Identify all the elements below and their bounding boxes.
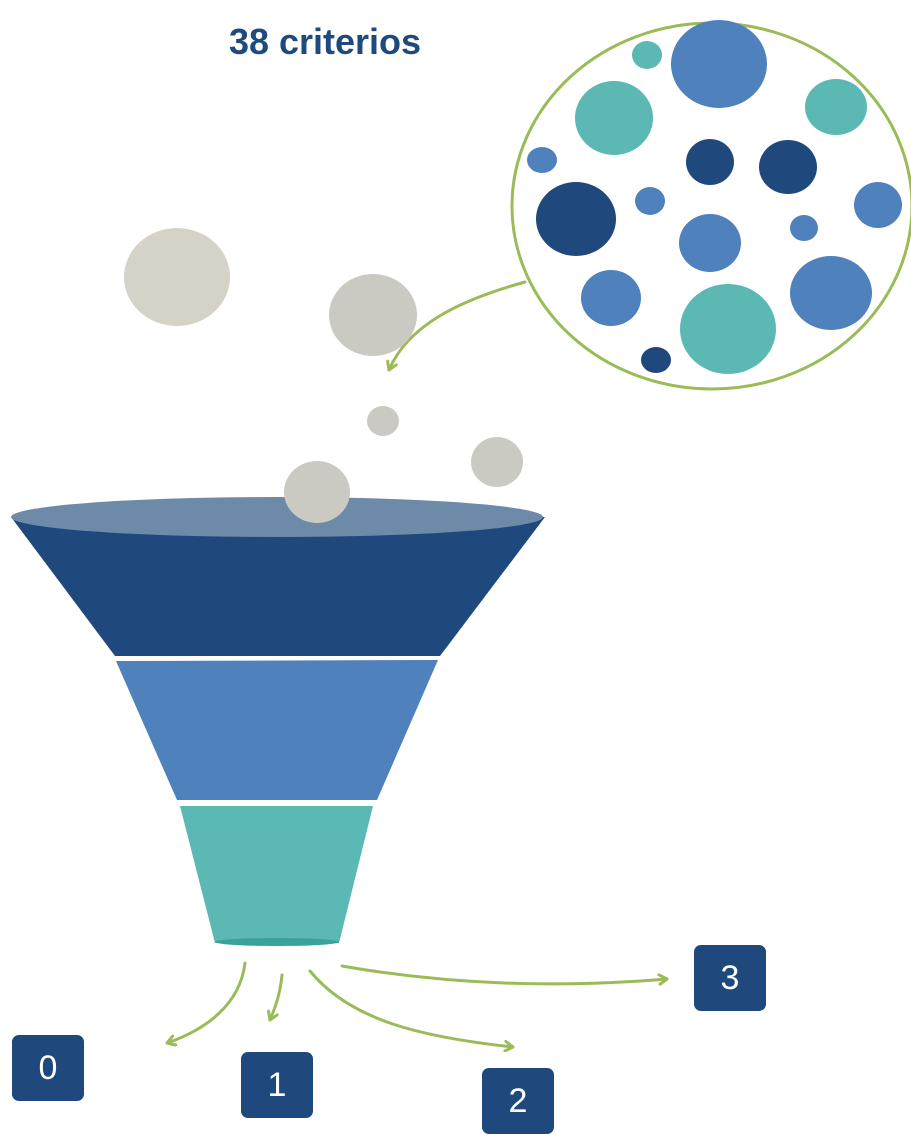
pool-to-funnel-arrow: [389, 280, 527, 372]
arrow-to-1: [270, 973, 284, 1022]
funnel: [11, 497, 545, 946]
arrow-to-2: [308, 969, 515, 1047]
criterion-dot: [790, 256, 872, 330]
falling-balls: [124, 228, 523, 487]
output-badge-2: 2: [482, 1068, 554, 1134]
arrow-to-3: [340, 964, 669, 984]
criterion-dot: [527, 147, 557, 173]
ball: [284, 461, 350, 523]
criterion-dot: [680, 284, 776, 374]
criterion-dot: [679, 214, 741, 272]
criterion-dot: [635, 187, 665, 215]
output-badge-3: 3: [694, 945, 766, 1011]
funnel-rim: [11, 497, 543, 537]
criterion-dot: [641, 347, 671, 373]
criterion-dot: [581, 270, 641, 326]
criterion-dot: [536, 182, 616, 256]
funnel-top-section: [11, 517, 545, 656]
criterion-dot: [671, 20, 767, 108]
output-arrows: [165, 961, 669, 1047]
ball: [367, 406, 399, 436]
funnel-spout: [215, 938, 339, 946]
criterion-dot: [686, 139, 734, 185]
ball: [124, 228, 230, 326]
output-badge-1: 1: [241, 1052, 313, 1118]
criterion-dot: [632, 41, 662, 69]
criterion-dot: [790, 215, 818, 241]
criterion-dot: [759, 140, 817, 194]
criteria-pool: [510, 20, 911, 391]
funnel-bottom-section: [180, 806, 373, 943]
funnel-middle-section: [116, 660, 438, 800]
ball: [471, 437, 523, 487]
output-badge-0: 0: [12, 1035, 84, 1101]
diagram-title: 38 criterios: [228, 21, 422, 62]
criterion-dot: [805, 79, 867, 135]
criterion-dot: [854, 182, 902, 228]
arrow-to-0: [165, 961, 247, 1043]
criterion-dot: [575, 81, 653, 155]
ball: [329, 274, 417, 356]
